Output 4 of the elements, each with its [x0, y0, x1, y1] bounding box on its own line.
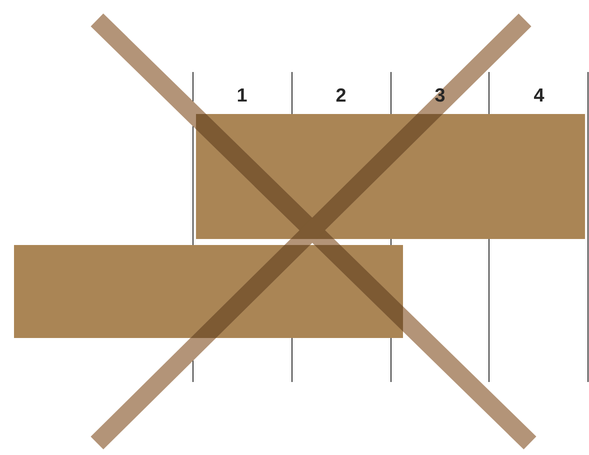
column-number: 2 [336, 88, 346, 102]
column-number: 3 [435, 88, 445, 102]
column-number: 1 [238, 88, 247, 102]
column-number: 4 [534, 88, 544, 102]
